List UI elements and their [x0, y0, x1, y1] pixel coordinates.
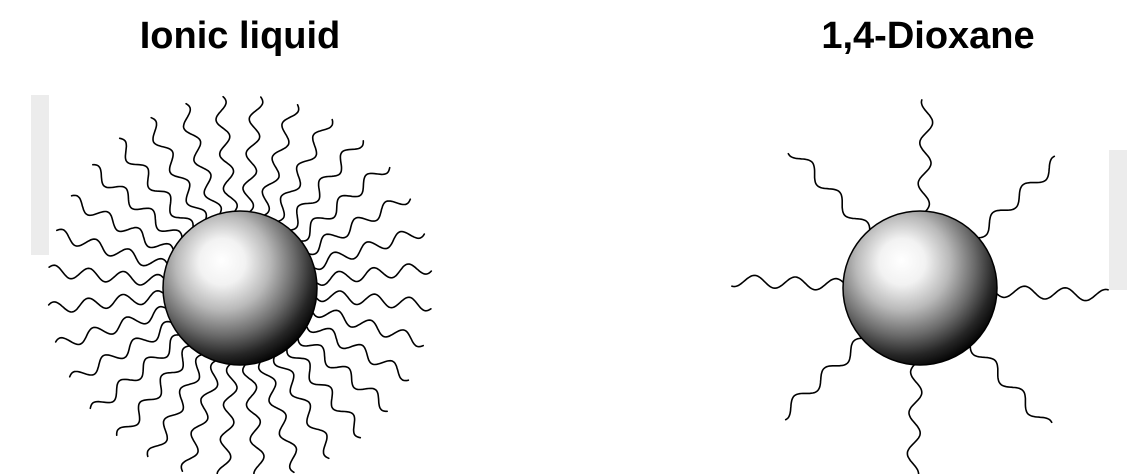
ionic-liquid-ligand-chain	[49, 291, 167, 312]
dioxane-ligand-chain	[970, 342, 1051, 422]
ionic-liquid-ligand-chain	[49, 265, 166, 285]
ionic-liquid-ligand-chain	[216, 97, 237, 215]
ionic-liquid-title: Ionic liquid	[140, 10, 341, 62]
ionic-liquid-particle	[49, 97, 432, 474]
ionic-liquid-ligand-chain	[243, 362, 264, 474]
ionic-liquid-ligand-chain	[274, 353, 329, 458]
dioxane-ligand-chain	[918, 100, 932, 214]
ionic-liquid-nanoparticle-sphere	[163, 211, 317, 365]
ionic-liquid-ligand-chain	[120, 138, 193, 231]
ionic-liquid-ligand-chain	[151, 118, 206, 223]
ionic-liquid-ligand-chain	[117, 346, 194, 436]
dioxane-title: 1,4-Dioxane	[821, 10, 1034, 62]
dioxane-ligand-chain	[994, 286, 1108, 300]
dioxane-ligand-chain	[788, 154, 870, 234]
ionic-liquid-ligand-chain	[305, 199, 410, 254]
ionic-liquid-ligand-chain	[314, 264, 432, 285]
dioxane-particle	[732, 100, 1108, 474]
ionic-liquid-ligand-chain	[243, 97, 263, 214]
ionic-liquid-ligand-chain	[287, 345, 360, 438]
dioxane-ligand-chain	[786, 338, 866, 420]
ionic-liquid-ligand-chain	[217, 362, 237, 474]
ionic-liquid-ligand-chain	[70, 322, 175, 377]
ionic-liquid-ligand-chain	[306, 322, 409, 380]
dioxane-ligand-chain	[974, 156, 1054, 238]
dioxane-ligand-chain	[732, 275, 846, 289]
ionic-liquid-ligand-chain	[287, 141, 364, 231]
ionic-liquid-ligand-chain	[72, 195, 175, 253]
ionic-liquid-ligand-chain	[90, 335, 183, 408]
ionic-liquid-ligand-chain	[314, 291, 431, 311]
ionic-liquid-ligand-chain	[298, 335, 388, 412]
ionic-liquid-ligand-chain	[274, 120, 332, 223]
ionic-liquid-ligand-chain	[93, 165, 183, 242]
ionic-liquid-ligand-chain	[147, 354, 205, 457]
ionic-liquid-ligand-chain	[297, 168, 390, 241]
dioxane-ligand-chain	[907, 362, 921, 474]
dioxane-nanoparticle-sphere	[843, 211, 997, 365]
